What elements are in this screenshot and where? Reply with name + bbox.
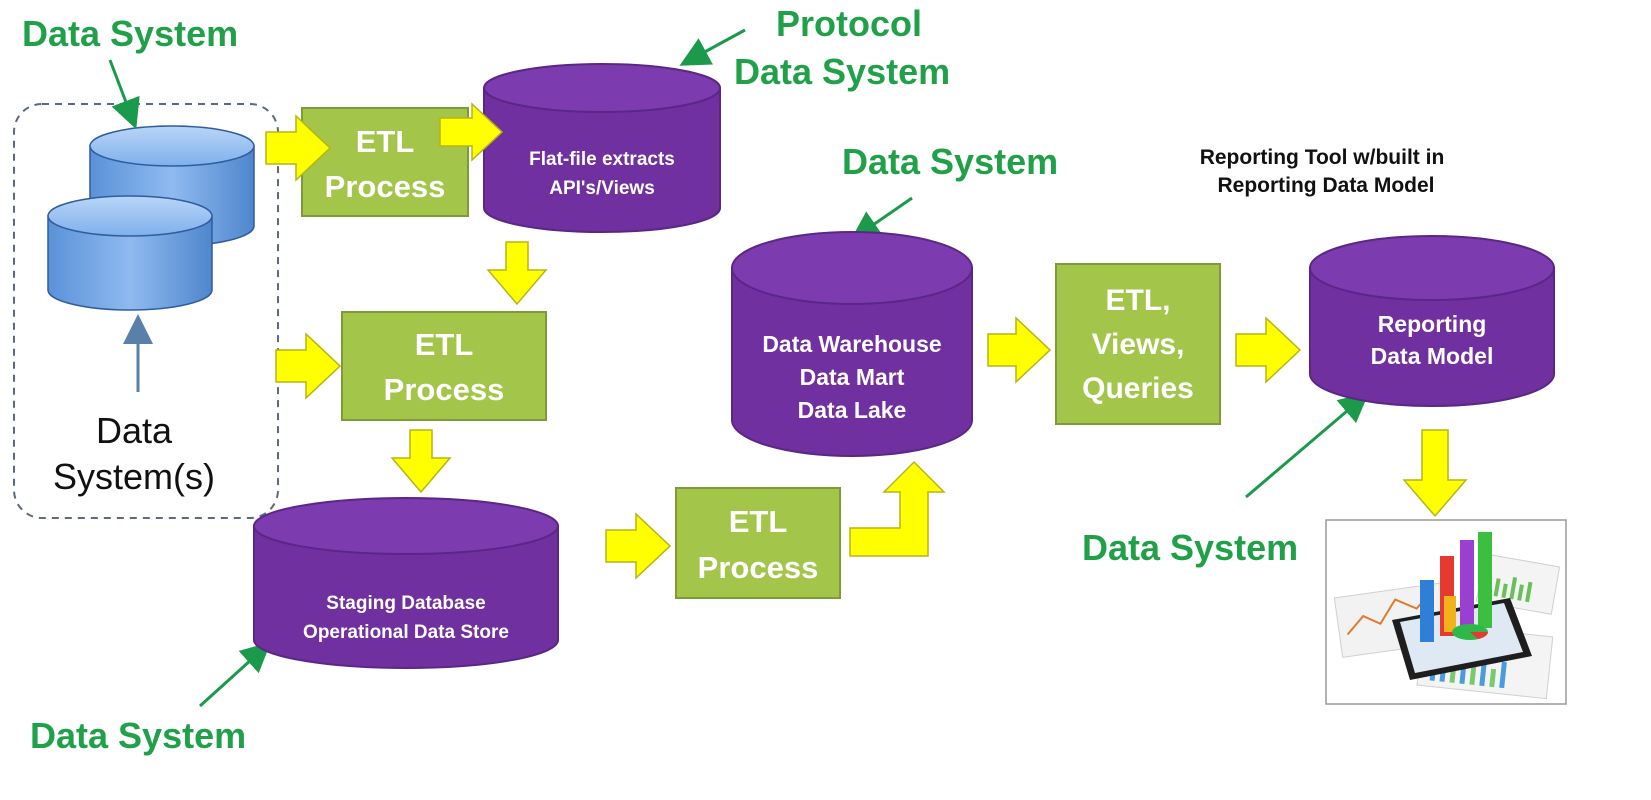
etl-4-line-3: Queries — [1082, 372, 1194, 405]
etl-process-box-2: ETL Process — [341, 311, 547, 421]
etl-4-line-1: ETL, — [1106, 284, 1171, 317]
warehouse-line-2: Data Mart — [800, 364, 905, 390]
pointer-arrow-bottom-left — [198, 641, 271, 708]
label-data-system-top-left: Data System — [22, 13, 238, 54]
etl-process-box-3: ETL Process — [675, 487, 841, 599]
staging-line-1: Staging Database — [326, 593, 485, 614]
etl-views-queries-box: ETL, Views, Queries — [1055, 263, 1221, 425]
label-data-system-center: Data System — [842, 141, 1058, 182]
pointer-arrow-right — [1245, 392, 1370, 499]
arrow-etl2-to-staging — [390, 429, 452, 494]
pointer-arrow-top-left — [108, 59, 140, 130]
arrow-etl3-to-warehouse — [849, 460, 946, 557]
arrow-flatfile-to-etl2 — [486, 241, 548, 306]
yellow-flow-arrows — [265, 102, 1468, 580]
staging-database: Staging Database Operational Data Store — [253, 497, 559, 669]
flat-file-line-1: Flat-file extracts — [529, 149, 675, 170]
arrow-warehouse-to-etl4 — [987, 316, 1052, 384]
staging-line-2: Operational Data Store — [303, 622, 509, 643]
reporting-db-line-1: Reporting — [1378, 311, 1487, 337]
flat-file-extracts-database: Flat-file extracts API's/Views — [483, 63, 721, 233]
pointer-arrow-protocol — [679, 28, 746, 66]
pointer-arrow-center — [850, 196, 913, 241]
reporting-tool-caption-line-1: Reporting Tool w/built in — [1200, 146, 1445, 169]
flat-file-line-2: API's/Views — [549, 178, 655, 199]
arrow-source-to-etl2 — [275, 332, 342, 400]
reporting-db-line-2: Data Model — [1371, 343, 1494, 369]
reporting-data-model-database: Reporting Data Model — [1309, 235, 1555, 407]
etl-3-line-2: Process — [698, 550, 819, 585]
label-protocol-line-2: Data System — [734, 51, 950, 92]
etl-1-line-1: ETL — [356, 124, 415, 159]
arrow-source-to-etl1 — [265, 114, 332, 182]
warehouse-line-3: Data Lake — [798, 397, 907, 423]
etl-3-line-1: ETL — [729, 504, 788, 539]
source-database-front-icon — [47, 195, 213, 311]
source-title-line-2: System(s) — [53, 456, 215, 497]
source-title-line-1: Data — [96, 410, 173, 451]
source-dashed-border — [13, 103, 279, 519]
label-protocol-line-1: Protocol — [776, 3, 922, 44]
reporting-tool-caption-line-2: Reporting Data Model — [1217, 174, 1434, 197]
etl-2-line-1: ETL — [415, 327, 474, 362]
etl-1-line-2: Process — [325, 169, 446, 204]
arrow-etl1-to-flatfile — [439, 102, 504, 162]
label-data-system-bottom-left: Data System — [30, 715, 246, 756]
arrow-reporting-to-dashboard — [1402, 429, 1468, 518]
source-data-systems-group: Data System(s) — [13, 103, 279, 519]
analytics-dashboard-icon — [1325, 519, 1567, 705]
data-warehouse-database: Data Warehouse Data Mart Data Lake — [731, 231, 973, 457]
etl-4-line-2: Views, — [1092, 328, 1185, 361]
label-data-system-right: Data System — [1082, 527, 1298, 568]
arrow-etl4-to-reporting — [1235, 316, 1302, 384]
etl-2-line-2: Process — [384, 372, 505, 407]
arrow-staging-to-etl3 — [605, 512, 672, 580]
warehouse-line-1: Data Warehouse — [762, 331, 941, 357]
